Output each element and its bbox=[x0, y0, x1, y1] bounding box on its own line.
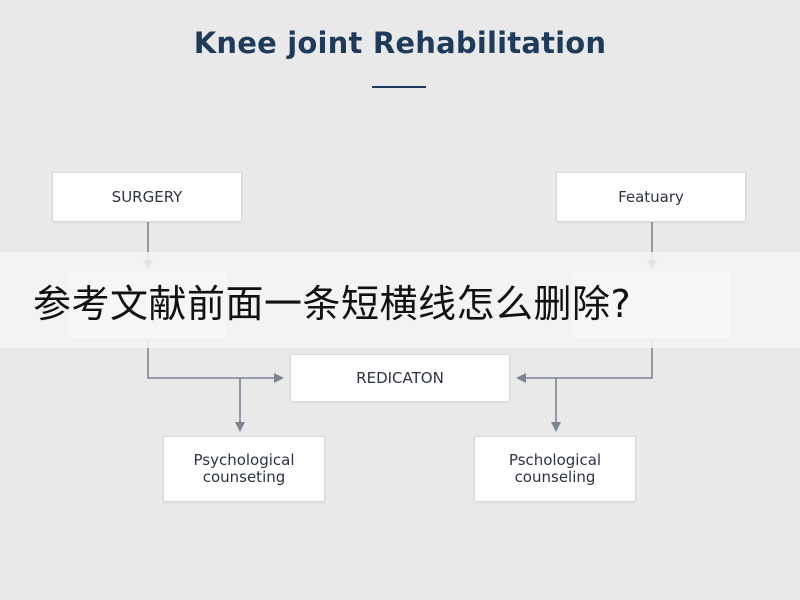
node-surgery-label: SURGERY bbox=[111, 187, 183, 206]
node-psychological-left-label: Psychological counseting bbox=[193, 451, 295, 486]
node-featuary: Featuary bbox=[556, 172, 746, 222]
diagram-title: Knee joint Rehabilitation bbox=[193, 26, 607, 60]
node-surgery: SURGERY bbox=[52, 172, 242, 222]
node-redication: REDICATON bbox=[290, 354, 510, 402]
node-redication-label: REDICATON bbox=[356, 368, 444, 387]
arrow-mid-left-to-redication bbox=[147, 340, 284, 383]
node-psychological-right-label: Pschological counseling bbox=[508, 451, 602, 486]
node-psychological-left: Psychological counseting bbox=[163, 436, 325, 502]
question-overlay-text: 参考文献前面一条短横线怎么删除? bbox=[33, 281, 632, 326]
node-psychological-right: Pschological counseling bbox=[474, 436, 636, 502]
arrow-mid-right-to-redication bbox=[516, 340, 653, 383]
question-overlay-band: 参考文献前面一条短横线怎么删除? bbox=[0, 252, 800, 348]
title-underline bbox=[372, 86, 426, 88]
node-featuary-label: Featuary bbox=[618, 187, 684, 206]
